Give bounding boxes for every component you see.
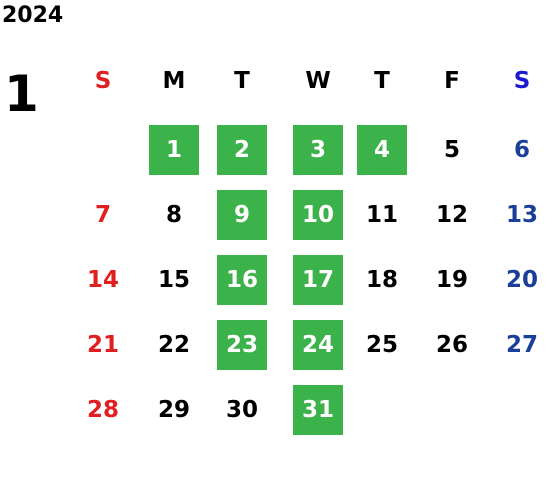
day-cell[interactable]: 5 [443, 137, 460, 163]
weekday-label: W [305, 68, 331, 94]
day-cell-highlighted[interactable]: 17 [293, 255, 343, 305]
day-cell[interactable]: 25 [365, 332, 398, 358]
weekday-label: S [94, 68, 112, 94]
day-cell[interactable]: 22 [157, 332, 190, 358]
weekday-label: S [513, 68, 531, 94]
weekday-label: F [444, 68, 460, 94]
day-cell[interactable]: 20 [505, 267, 538, 293]
day-cell[interactable]: 6 [513, 137, 530, 163]
day-cell[interactable]: 28 [86, 397, 119, 423]
month-number: 1 [4, 65, 39, 123]
day-cell-highlighted[interactable]: 23 [217, 320, 267, 370]
day-cell-highlighted[interactable]: 16 [217, 255, 267, 305]
day-cell[interactable]: 12 [435, 202, 468, 228]
day-cell[interactable]: 27 [505, 332, 538, 358]
day-cell-highlighted[interactable]: 4 [357, 125, 407, 175]
day-cell-highlighted[interactable]: 9 [217, 190, 267, 240]
day-cell[interactable]: 21 [86, 332, 119, 358]
day-cell-highlighted[interactable]: 3 [293, 125, 343, 175]
day-cell[interactable]: 7 [94, 202, 111, 228]
weekday-label: T [374, 68, 390, 94]
day-cell[interactable]: 11 [365, 202, 398, 228]
day-cell-highlighted[interactable]: 10 [293, 190, 343, 240]
day-cell[interactable]: 30 [225, 397, 258, 423]
day-cell[interactable]: 29 [157, 397, 190, 423]
day-cell-highlighted[interactable]: 31 [293, 385, 343, 435]
year-label: 2024 [2, 3, 64, 28]
day-cell[interactable]: 8 [165, 202, 182, 228]
day-cell[interactable]: 14 [86, 267, 119, 293]
weekday-label: M [162, 68, 186, 94]
day-cell[interactable]: 19 [435, 267, 468, 293]
day-cell-highlighted[interactable]: 1 [149, 125, 199, 175]
day-cell-highlighted[interactable]: 2 [217, 125, 267, 175]
day-cell[interactable]: 18 [365, 267, 398, 293]
weekday-label: T [234, 68, 250, 94]
day-cell[interactable]: 13 [505, 202, 538, 228]
day-cell-highlighted[interactable]: 24 [293, 320, 343, 370]
day-cell[interactable]: 15 [157, 267, 190, 293]
day-cell[interactable]: 26 [435, 332, 468, 358]
